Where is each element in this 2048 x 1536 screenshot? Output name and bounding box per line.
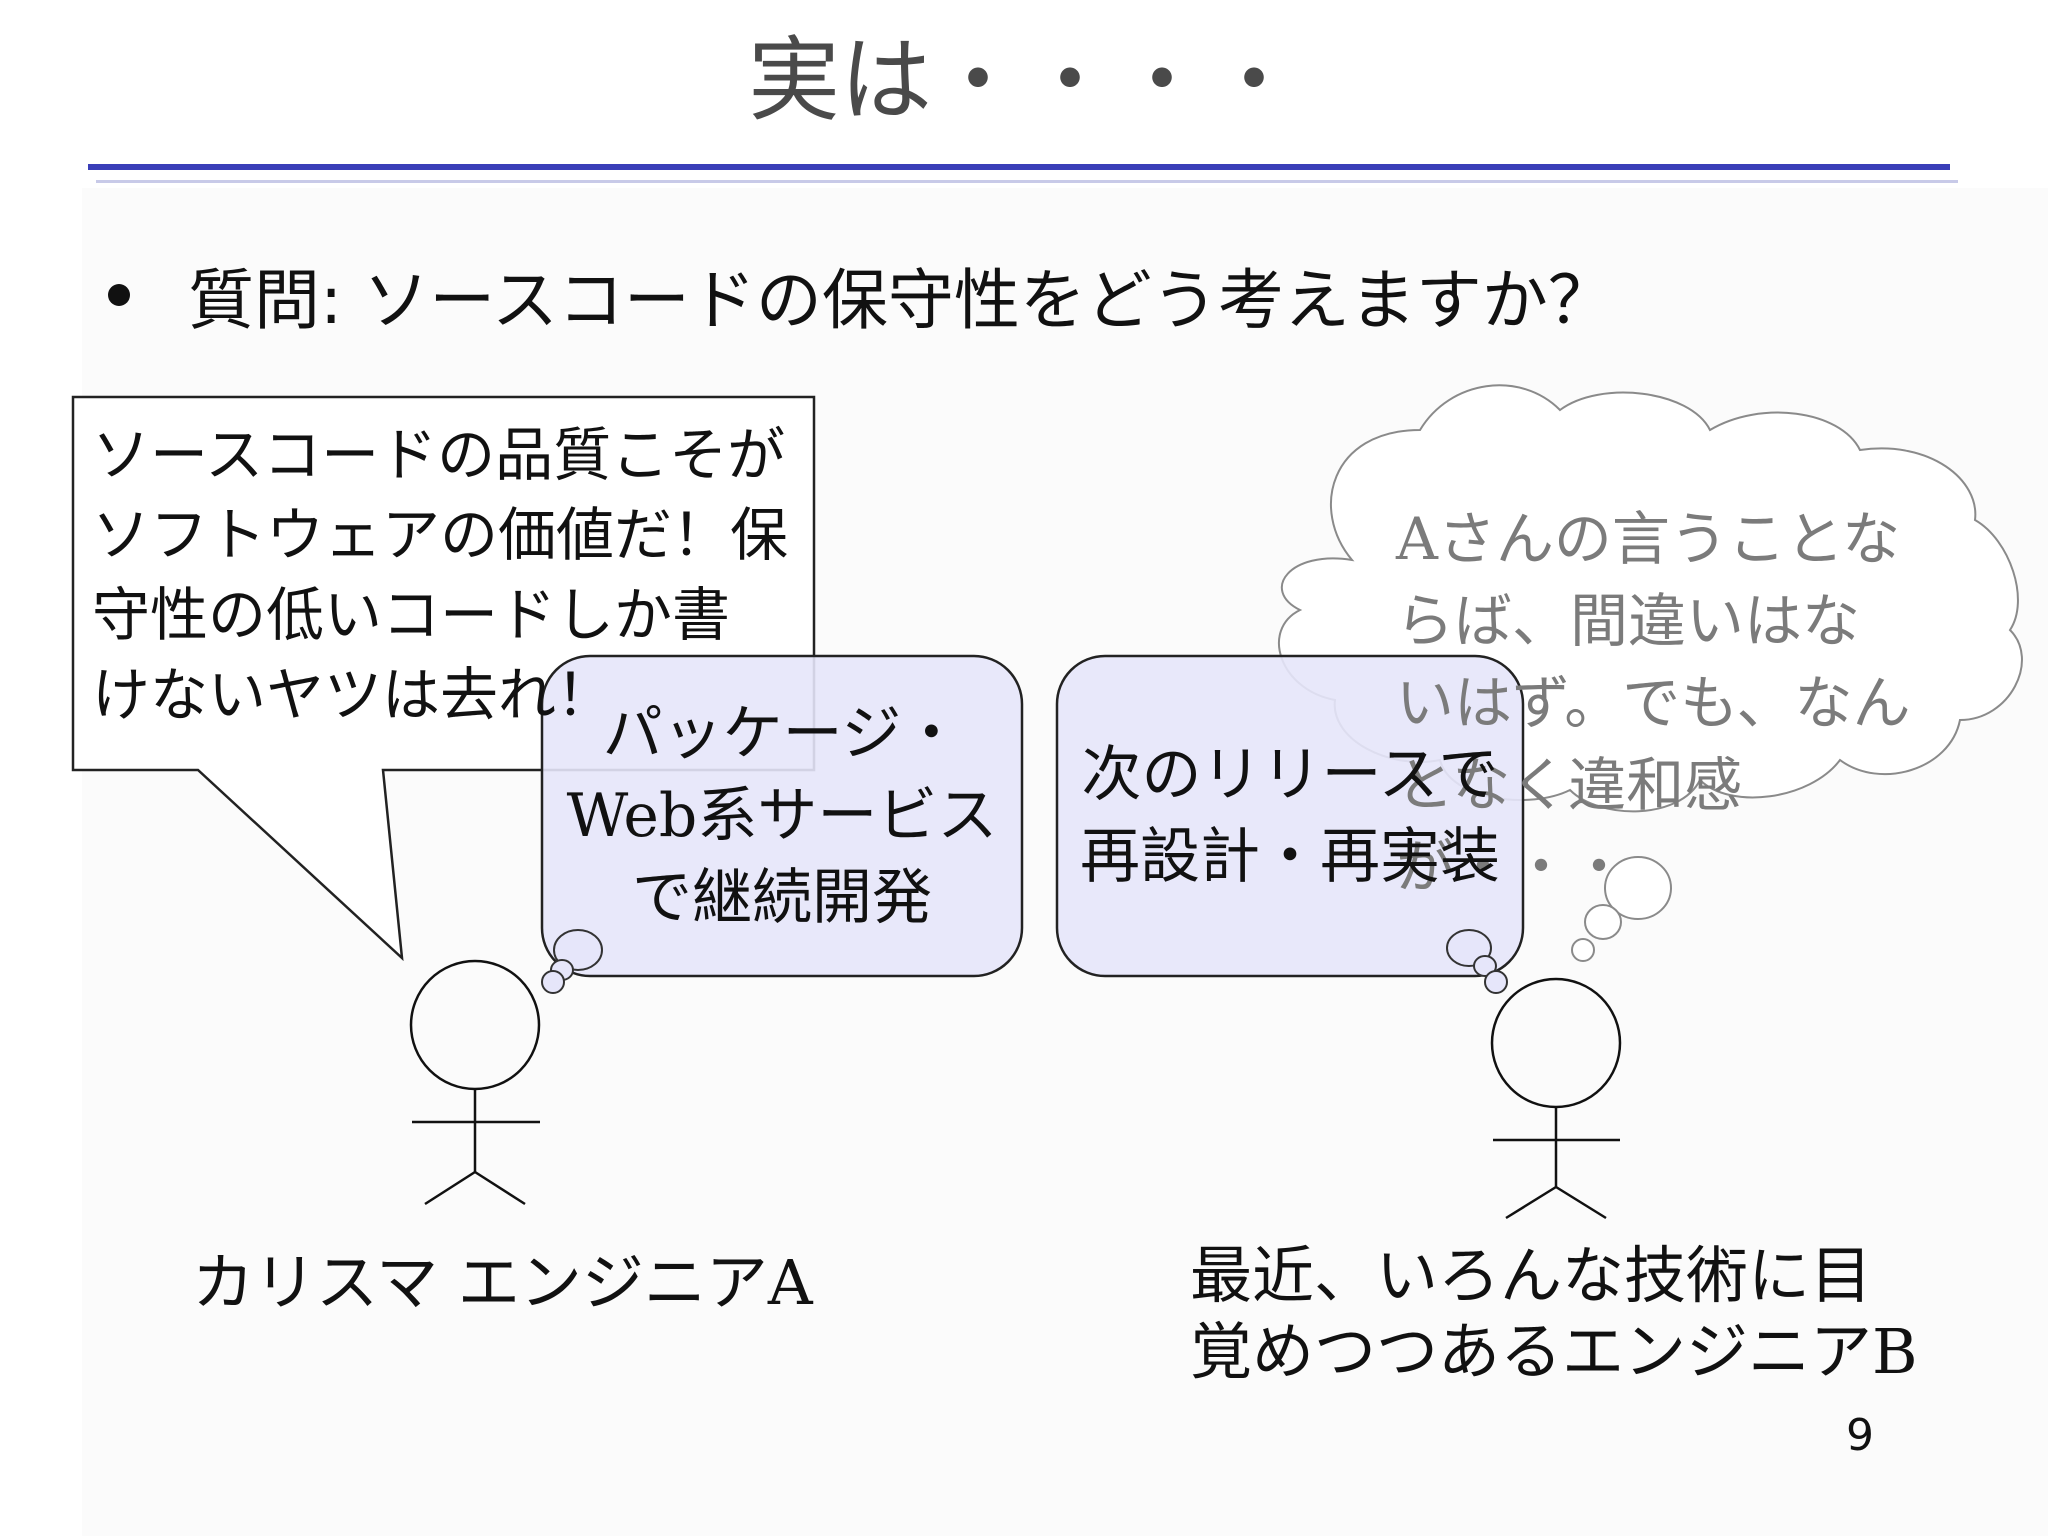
page-number: 9 bbox=[1846, 1410, 1874, 1461]
bullet-dot-icon bbox=[108, 284, 130, 306]
box-left-shape bbox=[540, 654, 1024, 978]
title-underline-shadow bbox=[96, 180, 1958, 183]
speech-bubble bbox=[71, 395, 816, 962]
title-underline bbox=[88, 164, 1950, 170]
person-a-label: カリスマ エンジニアA bbox=[192, 1246, 813, 1319]
box-left-text: パッケージ・ Web系サービス で継続開発 bbox=[566, 699, 998, 933]
speech-bubble-text: ソースコードの品質こそが ソフトウェアの価値だ！保 守性の低いコードしか書 けな… bbox=[92, 421, 789, 729]
box-right-text: 次のリリースで 再設計・再実装 bbox=[1080, 740, 1500, 892]
slide-title: 実は・・・・ bbox=[747, 27, 1300, 134]
box-right-shape bbox=[1055, 654, 1525, 978]
bullet-question: 質問: ソースコードの保守性をどう考えますか？ bbox=[108, 250, 1614, 340]
thought-cloud-text: Aさんの言うことな らば、間違いはな いはず。でも、なん となく違和感が・・・ bbox=[1396, 505, 1911, 901]
bullet-text: 質問: ソースコードの保守性をどう考えますか？ bbox=[188, 262, 1614, 339]
stick-figure-b-icon bbox=[1490, 977, 1622, 1220]
box-right-tail bbox=[1446, 929, 1508, 994]
box-left-tail bbox=[541, 929, 603, 994]
stick-figure-a-icon bbox=[409, 959, 541, 1206]
person-b-label: 最近、いろんな技術に目 覚めつつあるエンジニアB bbox=[1190, 1239, 1918, 1388]
